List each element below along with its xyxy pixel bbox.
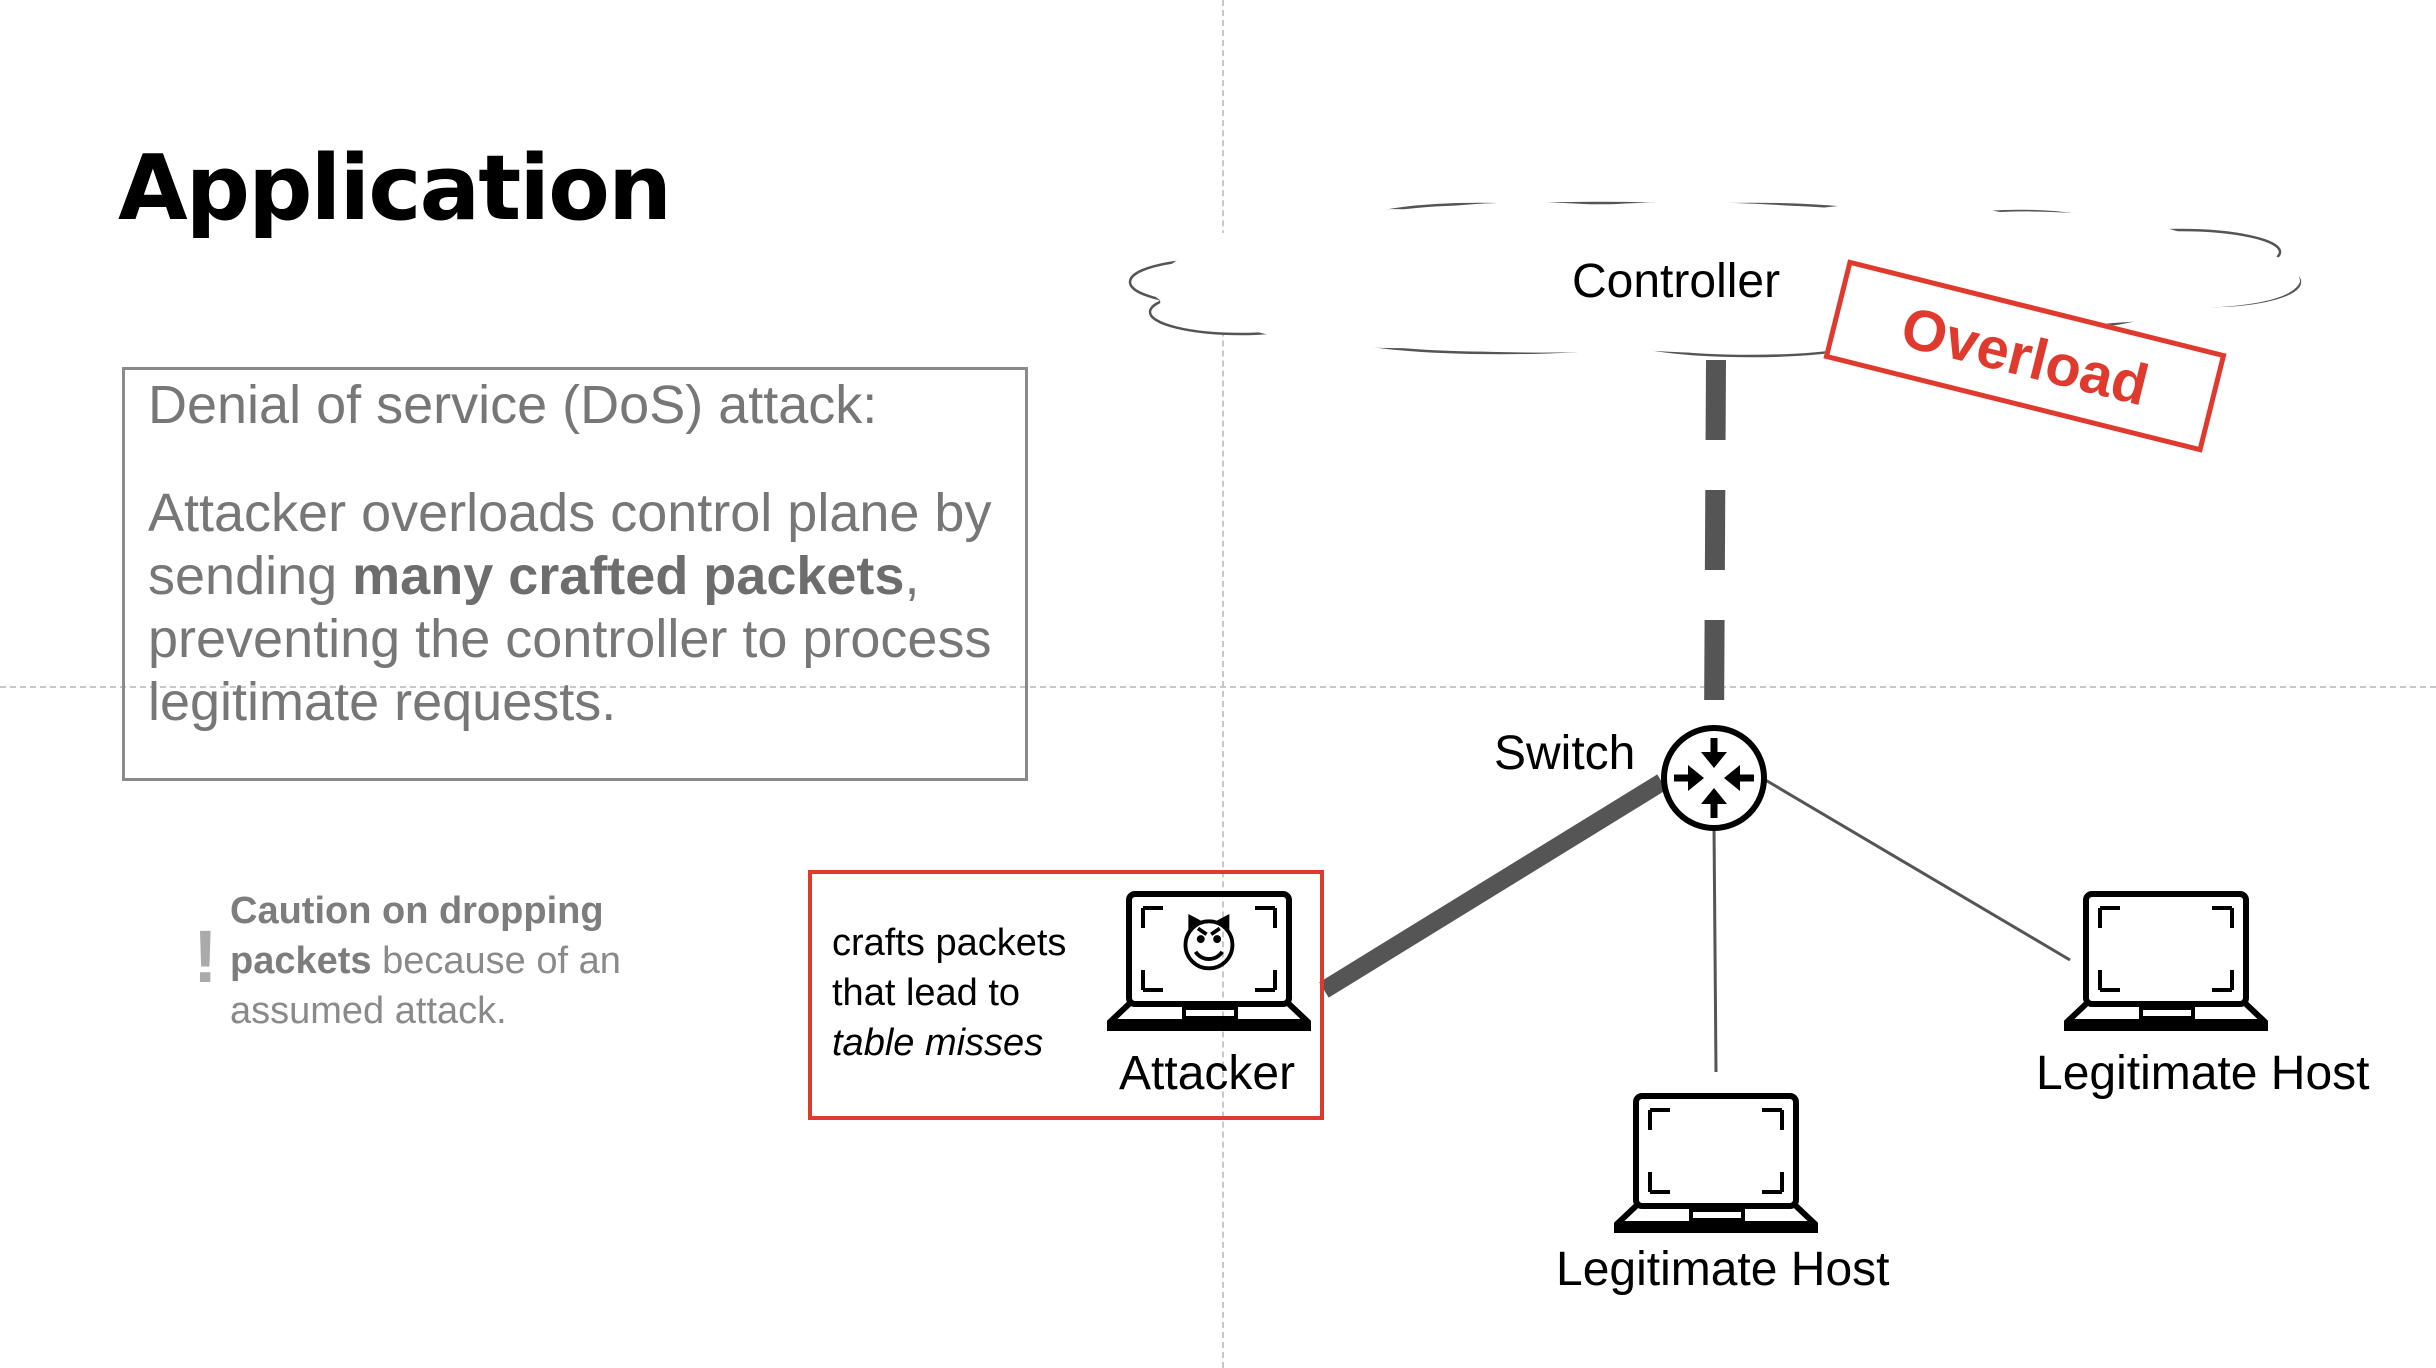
vertical-guide-line [1222,0,1224,1368]
exclamation-icon: ! [193,915,218,998]
host-right-link [1761,776,2071,962]
caution-note-rest: because of an assumed attack. [230,940,621,1032]
description-body-start: Attacker overloads control plane by send… [148,483,992,606]
host-right-label: Legitimate Host [2036,1047,2370,1100]
attacker-note: crafts packets that lead to table misses [832,918,1066,1068]
description-body-end: , preventing the controller to process l… [148,546,992,732]
description-body-bold: many crafted packets [352,546,905,606]
description-body: Attacker overloads control plane by send… [148,482,1028,734]
router-icon [1661,725,1767,831]
attacker-note-line2: that lead to [832,972,1021,1014]
caution-note: Caution on dropping packets because of a… [230,886,650,1036]
attacker-label: Attacker [1119,1047,1296,1100]
attacker-note-line3: table misses [832,1022,1044,1064]
attacker-laptop-icon [1107,891,1311,1031]
laptop-icon [2064,891,2268,1031]
description-heading: Denial of service (DoS) attack: [148,375,878,435]
description-box [122,367,1028,781]
controller-link [1704,359,1726,731]
attacker-link [1319,774,1667,998]
attacker-highlight-box [808,870,1324,1120]
controller-label: Controller [1572,255,1781,308]
switch-label: Switch [1494,727,1636,780]
slide-title: Application [118,136,672,241]
host-bottom-label: Legitimate Host [1556,1243,1890,1296]
devil-face-icon: 😈 [1179,912,1239,980]
caution-note-bold: Caution on dropping packets [230,890,604,982]
attacker-note-line1: crafts packets [832,922,1067,964]
horizontal-guide-line [0,686,2436,688]
laptop-icon [1614,1093,1818,1233]
host-bottom-link [1712,825,1718,1073]
